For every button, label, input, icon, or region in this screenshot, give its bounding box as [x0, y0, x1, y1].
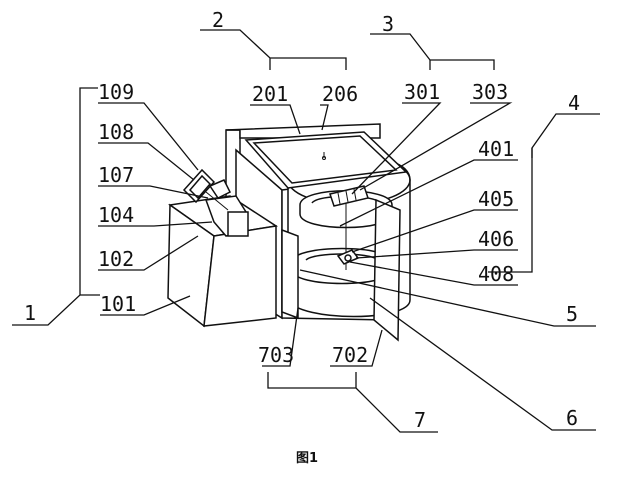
top-tray-inner — [252, 135, 398, 184]
leader-301 — [351, 102, 442, 195]
leader-206 — [320, 104, 329, 131]
figure-caption: 图1 — [296, 451, 318, 466]
leader-406 — [355, 249, 518, 259]
label-109: 109 — [98, 80, 134, 104]
label-405: 405 — [478, 187, 514, 211]
label-702: 702 — [332, 343, 368, 367]
machine-illustration — [167, 123, 411, 342]
label-1: 1 — [24, 301, 36, 325]
leader-104 — [98, 221, 213, 227]
label-408: 408 — [478, 262, 514, 286]
feed-funnel-line1 — [337, 192, 341, 205]
leader-101 — [100, 295, 191, 316]
leader-5 — [299, 269, 596, 327]
leader-703 — [262, 307, 299, 367]
label-206: 206 — [322, 82, 358, 106]
label-406: 406 — [478, 227, 514, 251]
reference-labels: 1 101 102 104 107 108 109 2 201 206 3 30… — [24, 8, 580, 432]
label-107: 107 — [98, 163, 134, 187]
leader-109 — [98, 102, 199, 171]
label-201: 201 — [252, 82, 288, 106]
leader-702 — [330, 329, 383, 367]
leader-108 — [98, 142, 195, 181]
fan-arm — [205, 191, 229, 211]
leader-3 — [370, 33, 495, 70]
tray-hole-mark — [322, 156, 326, 160]
leader-107 — [98, 185, 209, 199]
leader-102 — [98, 235, 199, 271]
label-4: 4 — [568, 91, 580, 115]
leader-7 — [267, 372, 438, 433]
leader-lines — [12, 29, 600, 433]
label-2: 2 — [212, 8, 224, 32]
left-cabinet-side — [203, 225, 277, 327]
leader-6 — [369, 297, 596, 431]
label-101: 101 — [100, 292, 136, 316]
label-102: 102 — [98, 247, 134, 271]
label-7: 7 — [414, 408, 426, 432]
cutter-hub — [344, 254, 352, 262]
motor-box — [227, 211, 249, 237]
label-3: 3 — [382, 12, 394, 36]
label-301: 301 — [404, 80, 440, 104]
label-703: 703 — [258, 343, 294, 367]
leader-1 — [12, 87, 98, 326]
door-703 — [281, 228, 299, 320]
label-104: 104 — [98, 203, 134, 227]
label-6: 6 — [566, 406, 578, 430]
label-108: 108 — [98, 120, 134, 144]
label-303: 303 — [472, 80, 508, 104]
label-401: 401 — [478, 137, 514, 161]
leader-201 — [250, 104, 301, 135]
label-5: 5 — [566, 302, 578, 326]
leader-401 — [339, 159, 518, 227]
leader-303 — [359, 102, 513, 191]
fan-bracket — [208, 179, 232, 199]
leader-405 — [351, 209, 518, 253]
leader-2 — [200, 29, 347, 70]
feed-funnel-line2 — [345, 190, 349, 203]
leader-408 — [349, 261, 518, 286]
